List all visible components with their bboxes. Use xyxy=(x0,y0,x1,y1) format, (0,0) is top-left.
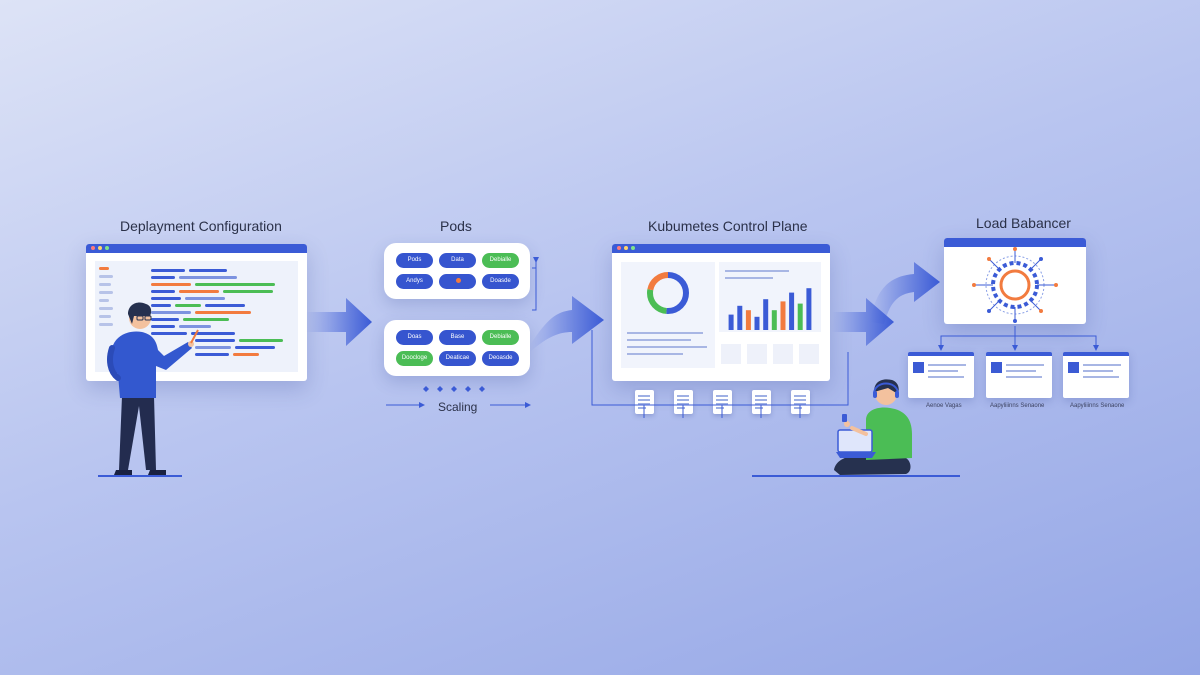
window-titlebar xyxy=(86,244,307,253)
pod-label: Debialle xyxy=(489,334,512,340)
pod-group-1: Pods Data Debialle Andys Doasde xyxy=(384,243,530,299)
document-icon xyxy=(791,390,810,414)
service-label: Aenoe Vagas xyxy=(926,403,962,409)
pod[interactable] xyxy=(439,274,476,289)
pod-label: Pods xyxy=(407,257,422,263)
chart-bar xyxy=(763,299,769,330)
deployment-config-window xyxy=(86,244,307,381)
donut-chart-icon xyxy=(647,272,689,314)
pod[interactable]: Doasde xyxy=(482,274,519,289)
deployment-config-title: Deplayment Configuration xyxy=(120,218,282,234)
chart-bar xyxy=(754,316,760,330)
pod-label: Doas xyxy=(407,334,422,340)
control-plane-title: Kubumetes Control Plane xyxy=(648,218,808,234)
pod-label: Base xyxy=(450,334,465,340)
pod[interactable]: Debialle xyxy=(482,253,519,268)
pods-title: Pods xyxy=(440,218,472,234)
document-icon xyxy=(752,390,771,414)
pod[interactable]: Doas xyxy=(396,330,433,345)
pod-label: Doasde xyxy=(490,278,511,284)
chart-bar xyxy=(745,310,751,330)
pod[interactable]: Andys xyxy=(396,274,433,289)
pod[interactable]: Deoasde xyxy=(482,351,519,366)
pod-label: Deoasde xyxy=(488,355,513,361)
window-titlebar xyxy=(612,244,830,253)
dashboard-panel-right xyxy=(719,262,821,332)
pod-group-2: Doas Base Debialle Doocloge Deaticae Deo… xyxy=(384,320,530,376)
pod[interactable]: Doocloge xyxy=(396,351,433,366)
pod-label: Doocloge xyxy=(401,355,428,361)
service-label: Aapyliiinns Senaone xyxy=(1070,403,1125,409)
pod[interactable]: Pods xyxy=(396,253,433,268)
flow-arrow-icon xyxy=(530,296,604,352)
chart-bar xyxy=(780,301,786,330)
load-balancer-title: Load Babancer xyxy=(976,215,1071,231)
bar-chart-icon xyxy=(728,288,812,330)
pod[interactable]: Base xyxy=(439,330,476,345)
service-label: Aapyliiinns Senaone xyxy=(990,403,1045,409)
pod-label: Andys xyxy=(406,278,423,284)
status-dot-icon xyxy=(456,277,461,283)
window-titlebar xyxy=(944,238,1086,247)
pod[interactable]: Deaticae xyxy=(439,351,476,366)
control-plane-window xyxy=(612,244,830,381)
chart-bar xyxy=(797,303,803,330)
flow-arrow-icon xyxy=(870,262,940,324)
pod[interactable]: Debialle xyxy=(482,330,519,345)
flow-arrow-icon xyxy=(306,298,372,346)
load-balancer-window xyxy=(944,238,1086,324)
dashboard-mini-cards xyxy=(719,340,821,368)
chart-bar xyxy=(806,288,812,330)
person-laptop-illustration xyxy=(834,379,912,475)
pod-label: Debialle xyxy=(489,257,512,263)
pod-label: Data xyxy=(451,257,464,263)
document-icon xyxy=(674,390,693,414)
pod[interactable]: Data xyxy=(439,253,476,268)
dashboard-panel-left xyxy=(621,262,715,368)
document-icon xyxy=(635,390,654,414)
scaling-label: Scaling xyxy=(438,400,478,414)
pod-label: Deaticae xyxy=(445,355,470,361)
chart-bar xyxy=(728,314,734,330)
chart-bar xyxy=(771,310,777,330)
service-card[interactable] xyxy=(908,352,974,398)
chart-bar xyxy=(737,305,743,330)
document-icon xyxy=(713,390,732,414)
code-editor xyxy=(95,261,298,372)
chart-bar xyxy=(789,292,795,330)
service-card[interactable] xyxy=(986,352,1052,398)
flow-arrow-icon xyxy=(832,298,894,346)
network-hub-icon xyxy=(972,247,1058,323)
service-card[interactable] xyxy=(1063,352,1129,398)
